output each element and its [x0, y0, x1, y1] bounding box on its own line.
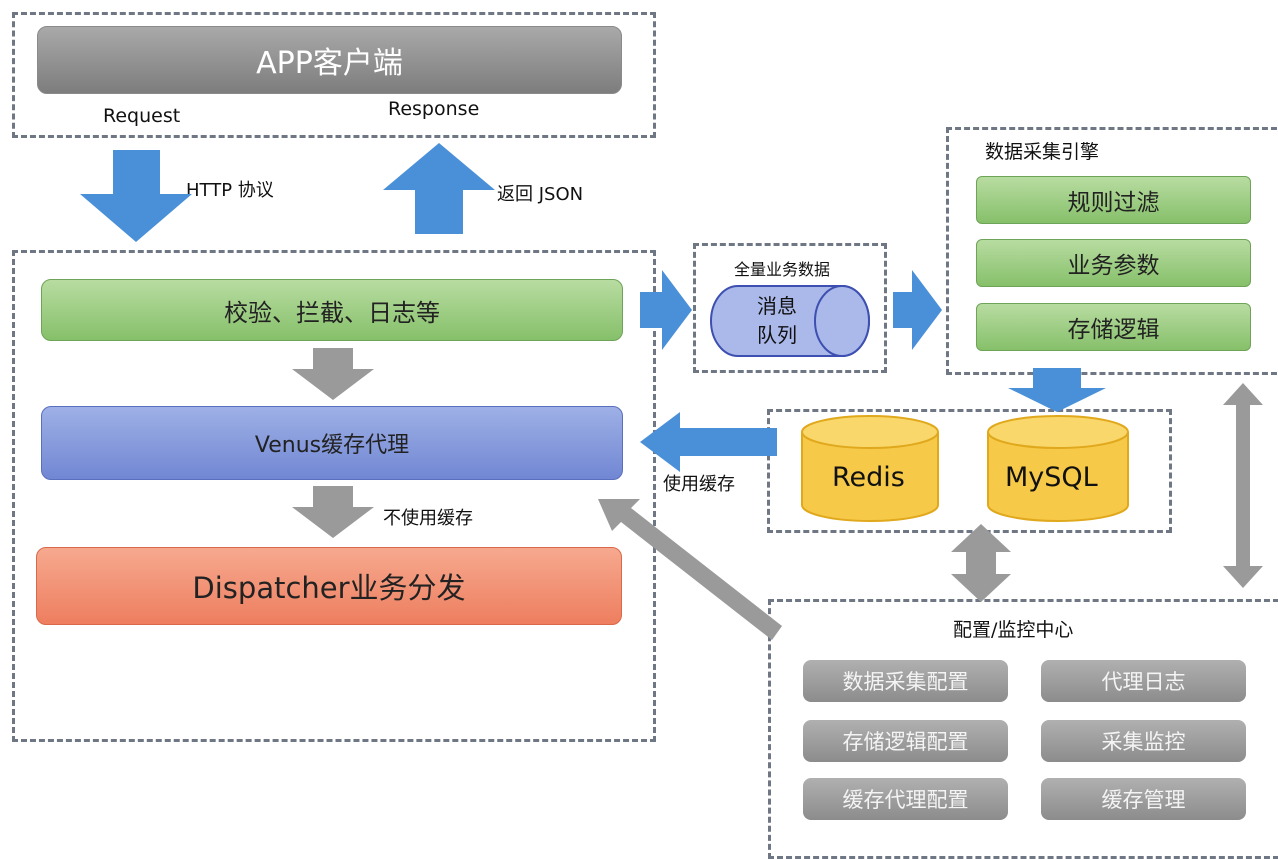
filter-to-venus-arrow	[292, 348, 374, 400]
queue-title: 全量业务数据	[734, 260, 831, 279]
engine-title: 数据采集引擎	[985, 141, 1100, 163]
config-item-storage: 存储逻辑配置	[803, 720, 1008, 762]
to-engine-arrow	[893, 270, 942, 350]
queue-label-line1: 消息	[757, 294, 797, 318]
engine-container	[946, 127, 1278, 375]
message-queue-cylinder: 消息 队列	[710, 285, 870, 357]
http-down-arrow	[80, 150, 192, 242]
http-protocol-label: HTTP 协议	[186, 180, 274, 201]
dispatcher-box: Dispatcher业务分发	[36, 547, 622, 625]
client-container	[12, 12, 656, 138]
config-item-cache-mgmt: 缓存管理	[1041, 778, 1246, 820]
config-item-cache-proxy: 缓存代理配置	[803, 778, 1008, 820]
return-json-label: 返回 JSON	[497, 184, 584, 205]
config-to-venus-arrow	[598, 499, 782, 640]
diagram-graphics: 消息 队列	[80, 143, 1263, 640]
response-label: Response	[388, 98, 480, 120]
app-client-box: APP客户端	[37, 26, 622, 94]
config-item-proxy-log: 代理日志	[1041, 660, 1246, 702]
redis-label: Redis	[832, 462, 905, 493]
config-title: 配置/监控中心	[953, 619, 1074, 641]
venus-cache-proxy-box: Venus缓存代理	[41, 406, 623, 480]
mysql-cylinder	[987, 415, 1129, 522]
redis-cylinder	[801, 415, 939, 522]
request-label: Request	[103, 105, 181, 127]
storage-container	[767, 409, 1172, 533]
queue-label-line2: 队列	[757, 323, 797, 347]
use-cache-label: 使用缓存	[663, 474, 735, 495]
engine-config-double-arrow	[1223, 383, 1263, 588]
server-container	[12, 250, 656, 742]
mysql-label: MySQL	[1005, 462, 1098, 493]
venus-to-dispatcher-arrow	[292, 486, 374, 538]
rule-filter-box: 规则过滤	[976, 176, 1251, 224]
config-item-collect: 数据采集配置	[803, 660, 1008, 702]
config-item-monitor: 采集监控	[1041, 720, 1246, 762]
storage-config-double-arrow	[951, 524, 1011, 602]
no-cache-label: 不使用缓存	[383, 508, 473, 529]
queue-container	[693, 243, 887, 373]
engine-to-mysql-arrow	[1008, 368, 1106, 412]
use-cache-arrow	[640, 412, 777, 472]
storage-logic-box: 存储逻辑	[976, 303, 1251, 351]
filter-box: 校验、拦截、日志等	[41, 279, 623, 341]
json-up-arrow	[383, 143, 495, 234]
business-params-box: 业务参数	[976, 239, 1251, 287]
to-queue-arrow	[640, 270, 692, 350]
